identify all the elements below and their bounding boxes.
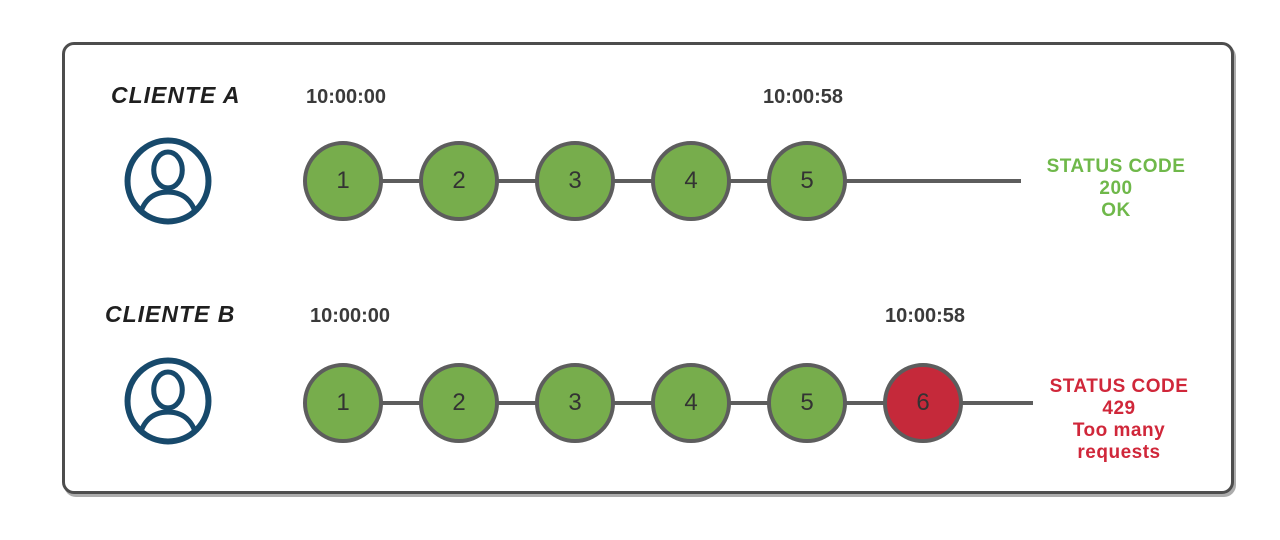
- request-circle: 4: [651, 363, 731, 443]
- request-circle: 1: [303, 363, 383, 443]
- status-message: STATUS CODE 429 Too many requests: [1031, 376, 1207, 464]
- request-circle: 2: [419, 141, 499, 221]
- request-circle: 3: [535, 141, 615, 221]
- status-message: STATUS CODE 200 OK: [1031, 156, 1201, 222]
- request-circle: 5: [767, 363, 847, 443]
- end-time-label: 10:00:58: [884, 305, 966, 327]
- request-circle: 4: [651, 141, 731, 221]
- status-code-text: STATUS CODE 429: [1049, 376, 1189, 419]
- client-b-label: CLIENTE B: [105, 301, 236, 327]
- request-circle: 1: [303, 141, 383, 221]
- request-circle: 3: [535, 363, 615, 443]
- request-circle: 6: [883, 363, 963, 443]
- status-detail-text: OK: [1101, 200, 1131, 221]
- status-detail-text: Too many requests: [1072, 420, 1166, 463]
- request-circle: 2: [419, 363, 499, 443]
- start-time-label: 10:00:00: [305, 86, 387, 108]
- user-avatar-icon: [122, 355, 214, 447]
- end-time-label: 10:00:58: [762, 86, 844, 108]
- request-circle: 5: [767, 141, 847, 221]
- status-code-text: STATUS CODE 200: [1046, 156, 1186, 199]
- client-a-label: CLIENTE A: [111, 82, 241, 108]
- start-time-label: 10:00:00: [309, 305, 391, 327]
- user-avatar-icon: [122, 135, 214, 227]
